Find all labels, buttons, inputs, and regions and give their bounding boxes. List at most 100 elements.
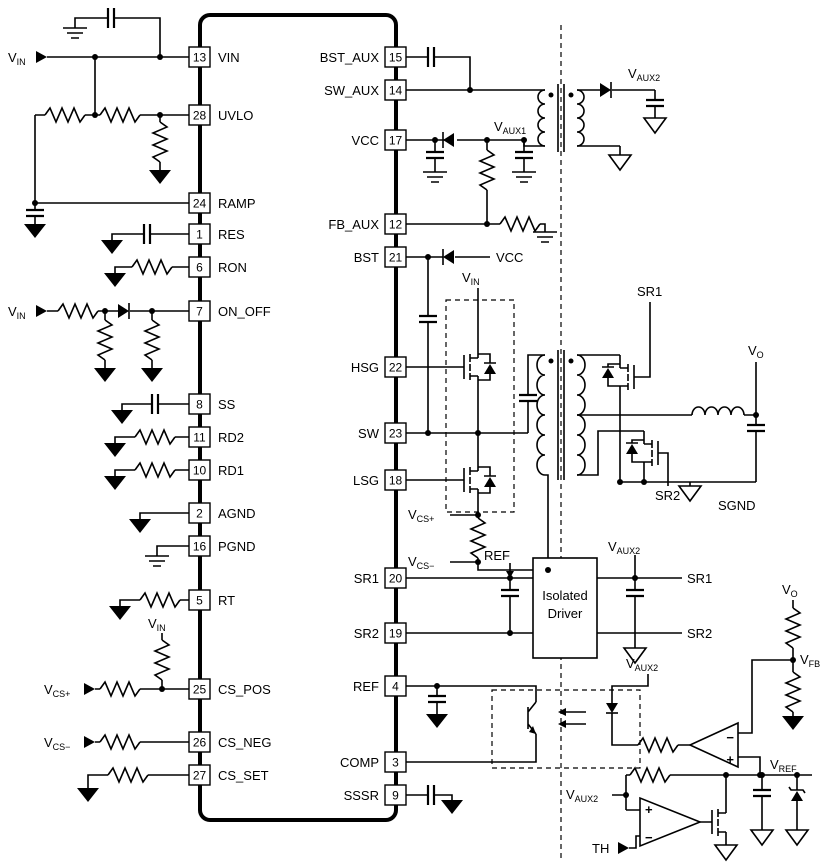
pin-box-CS_SET bbox=[188, 764, 211, 786]
ron-network bbox=[104, 259, 189, 287]
pin-box-CS_NEG bbox=[188, 731, 211, 753]
phase-dot-icon bbox=[548, 92, 554, 98]
body-diode-icon bbox=[484, 477, 496, 487]
pin-name-LSG: LSG bbox=[353, 473, 379, 488]
pin-box-UVLO bbox=[188, 104, 211, 126]
pin-name-COMP: COMP bbox=[340, 755, 379, 770]
pin-number-VIN: 13 bbox=[193, 51, 207, 65]
net-label-sr2-out: SR2 bbox=[687, 626, 712, 641]
pin-number-SSSR: 9 bbox=[392, 789, 399, 803]
rd1-network bbox=[104, 462, 189, 490]
pin-name-SR2: SR2 bbox=[354, 626, 379, 641]
ic-body bbox=[198, 13, 398, 822]
pin-box-AGND bbox=[188, 502, 211, 524]
pin-name-RD1: RD1 bbox=[218, 463, 244, 478]
pin-name-CS_SET: CS_SET bbox=[218, 768, 269, 783]
pin-name-SS: SS bbox=[218, 397, 236, 412]
opamp-minus-sign: − bbox=[726, 730, 734, 745]
pin-name-RAMP: RAMP bbox=[218, 196, 256, 211]
pin-number-HSG: 22 bbox=[389, 361, 403, 375]
pin-box-CS_POS bbox=[188, 678, 211, 700]
pin-number-PGND: 16 bbox=[193, 540, 207, 554]
pin-name-FB_AUX: FB_AUX bbox=[328, 217, 379, 232]
pin-name-SR1: SR1 bbox=[354, 571, 379, 586]
pin-name-RON: RON bbox=[218, 260, 247, 275]
pin-number-ON_OFF: 7 bbox=[196, 305, 203, 319]
pin-name-BST_AUX: BST_AUX bbox=[320, 50, 380, 65]
pin-name-PGND: PGND bbox=[218, 539, 256, 554]
sr-driver-section: Isolated Driver bbox=[406, 555, 682, 664]
emitter-arrow-icon bbox=[529, 726, 536, 734]
opamp-error bbox=[688, 721, 739, 769]
pin-number-REF: 4 bbox=[392, 680, 399, 694]
pin-box-SR1 bbox=[384, 567, 407, 589]
pin-number-RES: 1 bbox=[196, 228, 203, 242]
pin-box-PGND bbox=[188, 535, 211, 557]
net-label-sgnd: SGND bbox=[718, 498, 756, 513]
mosfet-high-side bbox=[463, 354, 496, 493]
pin-number-CS_POS: 25 bbox=[193, 683, 207, 697]
body-diode-icon bbox=[484, 364, 496, 374]
pin-number-VCC: 17 bbox=[389, 134, 403, 148]
aux-transformer bbox=[537, 84, 585, 152]
phase-dot-icon bbox=[568, 92, 574, 98]
pin-box-LSG bbox=[384, 469, 407, 491]
pin-number-UVLO: 28 bbox=[193, 109, 207, 123]
light-arrow-icon bbox=[558, 720, 566, 728]
pin-name-HSG: HSG bbox=[351, 360, 379, 375]
pin-number-CS_NEG: 26 bbox=[193, 736, 207, 750]
pin-box-BST bbox=[384, 246, 407, 268]
net-arrow-icon bbox=[506, 571, 514, 578]
pin-box-SS bbox=[188, 393, 211, 415]
pin-number-RD2: 11 bbox=[193, 431, 206, 445]
pin-number-SW_AUX: 14 bbox=[389, 84, 403, 98]
ss-network bbox=[111, 392, 189, 424]
pin-box-RON bbox=[188, 256, 211, 278]
pin-box-SW_AUX bbox=[384, 79, 407, 101]
res-network bbox=[101, 222, 189, 254]
pin-box-RAMP bbox=[188, 192, 211, 214]
opamp-plus-sign: + bbox=[645, 802, 653, 817]
opamp-minus-sign: − bbox=[645, 830, 653, 845]
pin-number-SR2: 19 bbox=[389, 627, 403, 641]
pin-number-RD1: 10 bbox=[193, 464, 207, 478]
pin-box-COMP bbox=[384, 751, 407, 773]
isolated-driver-label-1: Isolated bbox=[542, 588, 588, 603]
pgnd-connection bbox=[144, 545, 189, 567]
pin-box-ON_OFF bbox=[188, 300, 211, 322]
opamp-plus-sign: + bbox=[726, 752, 734, 767]
bst-aux-network bbox=[406, 45, 471, 90]
pin-name-CS_POS: CS_POS bbox=[218, 682, 271, 697]
pin-number-LSG: 18 bbox=[389, 474, 403, 488]
pin-name-RT: RT bbox=[218, 593, 235, 608]
pin-number-BST_AUX: 15 bbox=[389, 51, 403, 65]
net-label-sr2-gate: SR2 bbox=[655, 488, 680, 503]
onoff-network bbox=[36, 302, 189, 382]
net-label-ref-net: REF bbox=[484, 548, 510, 563]
rt-network bbox=[109, 592, 189, 620]
body-diode-icon bbox=[602, 368, 614, 378]
pin-number-RON: 6 bbox=[196, 261, 203, 275]
isolated-driver-label-2: Driver bbox=[548, 606, 583, 621]
pin-number-SS: 8 bbox=[196, 398, 203, 412]
error-amplifier: − + bbox=[688, 600, 804, 775]
sync-rectifier-output bbox=[577, 302, 767, 502]
pin-box-RD1 bbox=[188, 459, 211, 481]
pin-box-RES bbox=[188, 223, 211, 245]
cs-set-network bbox=[77, 767, 189, 802]
pin-name-UVLO: UVLO bbox=[218, 108, 253, 123]
pin-box-HSG bbox=[384, 356, 407, 378]
mosfet-shunt bbox=[711, 809, 719, 836]
pin-box-REF bbox=[384, 675, 407, 697]
phase-dot-icon bbox=[548, 358, 554, 364]
vref-generator: + − bbox=[612, 767, 812, 861]
pin-name-VCC: VCC bbox=[352, 133, 379, 148]
pin-name-RD2: RD2 bbox=[218, 430, 244, 445]
isolated-driver-block bbox=[532, 557, 598, 659]
input-filter-section bbox=[62, 6, 161, 57]
bst-network bbox=[406, 248, 490, 433]
